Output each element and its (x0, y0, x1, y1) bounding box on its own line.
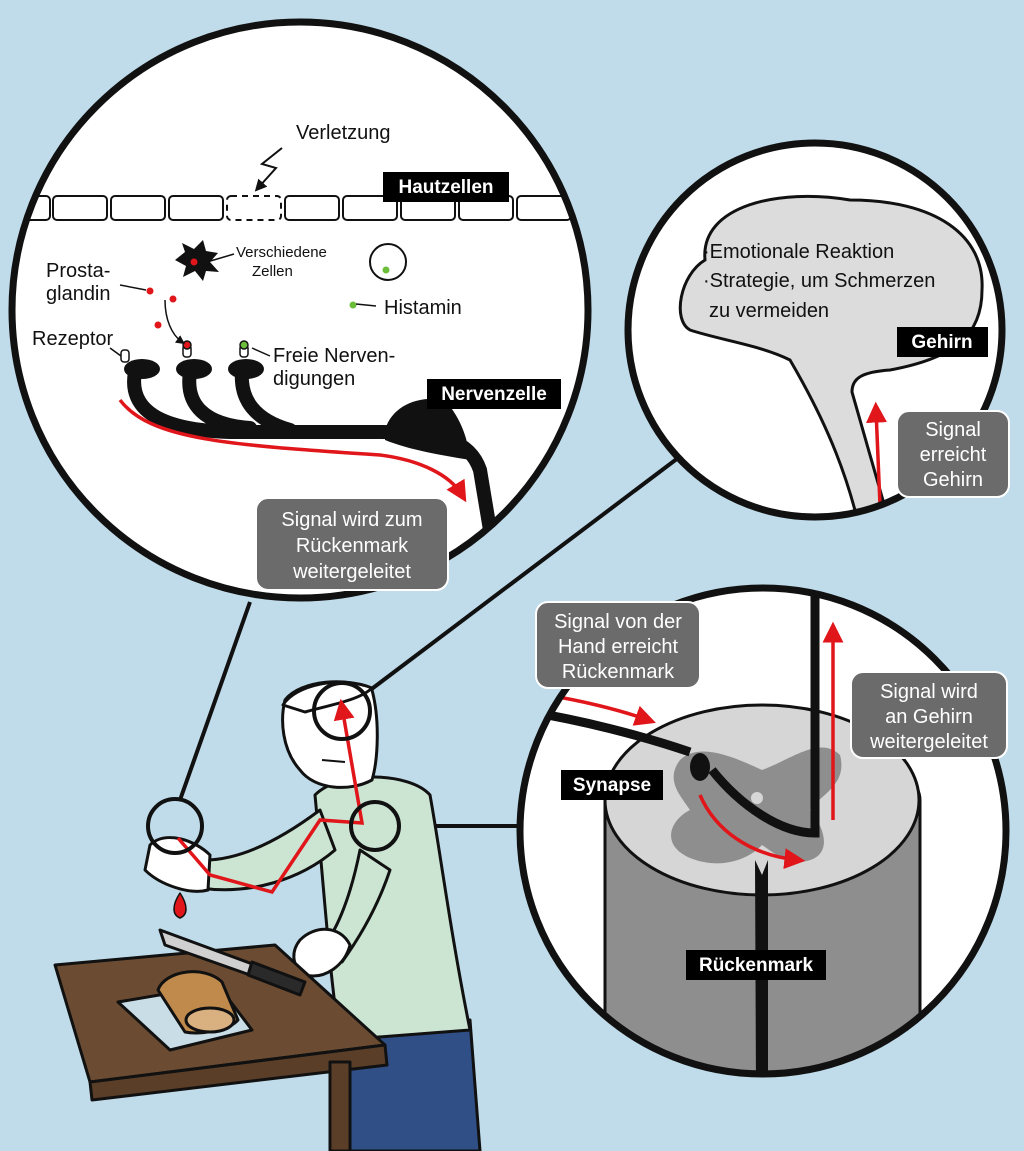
histamine-cell (369, 243, 407, 281)
skin-cells-tag-text: Hautzellen (398, 177, 493, 198)
receptor-knobs (120, 340, 249, 363)
spine-in-box (535, 601, 701, 689)
injury-label: Verletzung (296, 122, 391, 144)
synapse-ending (690, 753, 710, 781)
free-nerve-endings-label: Freie Nerven- (273, 345, 395, 367)
brain-signal-line-1: Signal (925, 419, 981, 441)
sweater (313, 775, 472, 1042)
signal-arrow-brain (866, 401, 888, 506)
lightning-icon (254, 147, 283, 192)
brain-bullet-1: ·Emotionale Reaktion (703, 241, 894, 263)
signal-path-body (176, 698, 365, 895)
zoom-ring-back (349, 800, 401, 852)
knife-handle (246, 960, 307, 997)
spine-out-line-2: an Gehirn (885, 706, 973, 728)
signal-arrow-synapse (698, 794, 806, 870)
hand-right (292, 927, 352, 978)
zoom-ring-hand (146, 797, 204, 855)
table-leg (328, 1060, 352, 1151)
skin-magnifier: Verletzung Hautzellen Verschiedene Zelle… (8, 18, 592, 602)
skin-signal-line-1: Signal wird zum (281, 509, 422, 531)
histamine-label: Histamin (384, 297, 462, 319)
table-edge (88, 1043, 389, 1102)
brain-signal-line-3: Gehirn (923, 469, 983, 491)
brain-bullet-2: ·Strategie, um Schmerzen (703, 270, 935, 292)
ascending-nerve (708, 588, 820, 838)
person-illustration (53, 680, 482, 1151)
prostaglandin-label-2: glandin (46, 283, 111, 305)
spine-magnifier: Synapse Rückenmark Signal von der Hand e… (516, 584, 1010, 1078)
blood-drop (173, 892, 187, 919)
spine-in-line-1: Signal von der (554, 611, 682, 633)
central-canal (751, 792, 763, 804)
skin-cells-tag (383, 172, 509, 202)
spine-out-box (850, 671, 1008, 759)
various-cells-label-2: Zellen (252, 263, 293, 280)
brain-tag-text: Gehirn (911, 332, 972, 353)
nerve-cell-tag-text: Nervenzelle (441, 384, 547, 405)
spine-in-line-3: Rückenmark (562, 661, 675, 683)
skin-signal-box (255, 497, 449, 591)
synapse-tag (561, 770, 663, 800)
various-cells-label: Verschiedene (236, 244, 327, 261)
brain-shape (678, 194, 984, 517)
spine-in-line-2: Hand erreicht (558, 636, 679, 658)
nerve-cell-tag (427, 379, 561, 409)
nerve-ending-icon (124, 359, 264, 379)
spine-out-line-3: weitergeleitet (869, 731, 988, 753)
brain-bullet-2b: zu vermeiden (709, 300, 829, 322)
zoom-rings (146, 681, 401, 855)
skin-signal-line-3: weitergeleitet (292, 561, 411, 583)
free-nerve-endings-label-2: digungen (273, 368, 355, 390)
synapse-tag-text: Synapse (573, 775, 651, 796)
zoom-ring-head (312, 681, 372, 741)
brain-signal-line-2: erreicht (920, 444, 987, 466)
brain-magnifier: ·Emotionale Reaktion ·Strategie, um Schm… (624, 139, 1010, 521)
prostaglandin-label: Prosta- (46, 260, 110, 282)
skin-cell-row (12, 195, 588, 221)
receptor-label: Rezeptor (32, 328, 113, 350)
brain-tag (897, 327, 988, 357)
spine-out-line-1: Signal wird (880, 681, 978, 703)
release-arrow (164, 299, 185, 345)
brain-signal-box (896, 410, 1010, 498)
hair (281, 680, 374, 714)
spinal-cord-tag (686, 950, 826, 980)
nerve-cell-body (385, 398, 470, 460)
spinal-cord-tag-text: Rückenmark (699, 955, 813, 976)
skin-signal-line-2: Rückenmark (296, 535, 409, 557)
signal-arrow-nerve (118, 398, 467, 503)
